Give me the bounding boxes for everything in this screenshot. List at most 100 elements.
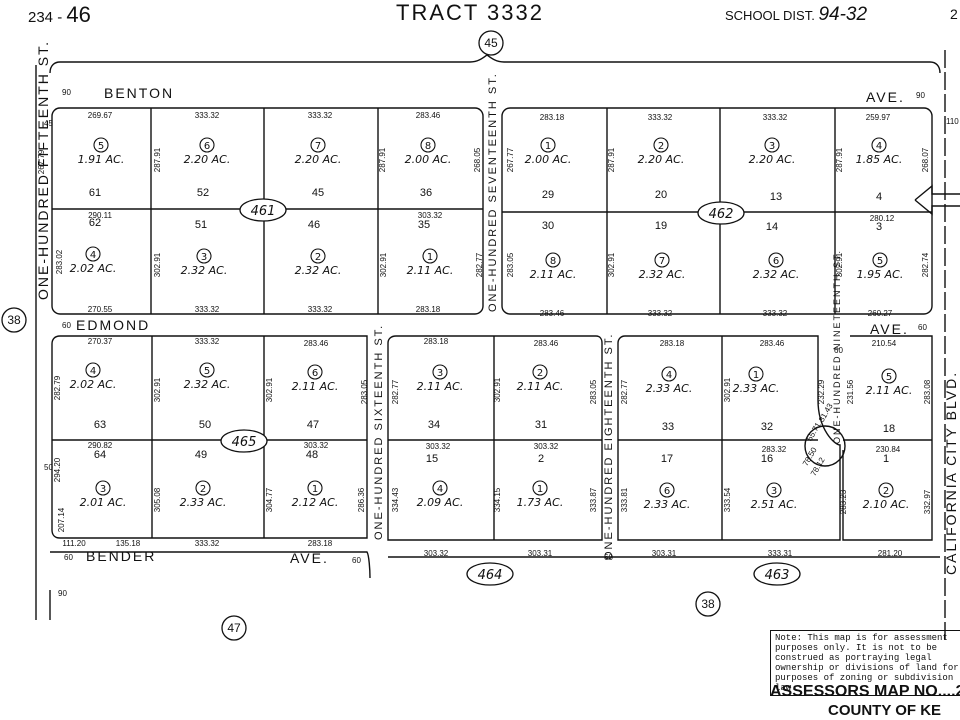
dimension-label: 302.91	[835, 252, 844, 277]
dimension-label: 332.97	[923, 489, 932, 514]
lot-acreage: 2.02 AC.	[70, 262, 117, 275]
block-label[interactable]: 463	[753, 562, 801, 586]
parcel-number: 51	[195, 219, 207, 231]
lot-item[interactable]: 12.11 AC.35	[407, 219, 454, 277]
lot-item[interactable]: 22.33 AC.49	[180, 449, 227, 509]
dimension-label: 333.54	[723, 487, 732, 512]
lot-item[interactable]: 32.01 AC.64	[80, 449, 127, 509]
lot-acreage: 2.32 AC.	[753, 268, 800, 281]
lot-item[interactable]: 42.02 AC.63	[70, 362, 117, 431]
lot-item[interactable]: 32.32 AC.51	[181, 219, 228, 277]
lot-number: 4	[90, 366, 96, 377]
dimension-label: 334.43	[391, 487, 400, 512]
lot-item[interactable]: 22.10 AC.1	[863, 453, 910, 511]
block-ellipse	[697, 201, 745, 225]
lot-number: 6	[773, 256, 779, 267]
dimension-label: 302.91	[379, 252, 388, 277]
dimension-label: 290.11	[88, 211, 112, 220]
page-ref-top[interactable]: 45	[478, 30, 504, 56]
lot-acreage: 2.01 AC.	[80, 496, 127, 509]
lot-number: 8	[425, 141, 431, 152]
block-label[interactable]: 465	[220, 429, 268, 453]
parcel-number: 47	[307, 419, 319, 431]
dimension-label: 333.32	[763, 113, 788, 122]
street-width-label: 60	[834, 346, 843, 355]
dimension-label: 282.77	[391, 379, 400, 404]
lot-item[interactable]: 51.95 AC.3	[857, 221, 904, 281]
lot-item[interactable]: 52.11 AC.18	[866, 368, 913, 435]
lot-item[interactable]: 22.11 AC.31	[517, 364, 564, 431]
dimension-label: 333.32	[195, 111, 220, 120]
block-461-outline	[51, 107, 484, 315]
page-ref-bottom-left[interactable]: 47	[221, 615, 247, 641]
lot-number: 5	[886, 372, 892, 383]
lot-item[interactable]: 22.32 AC.46	[295, 219, 342, 277]
dimension-label: 303.32	[304, 441, 329, 450]
lot-item[interactable]: 42.33 AC.33	[646, 366, 693, 433]
dimension-label: 302.91	[723, 377, 732, 402]
lot-item[interactable]: 62.11 AC.47	[292, 364, 339, 431]
block-label[interactable]: 464	[466, 562, 514, 586]
street-width-label: 60	[352, 556, 361, 565]
street-edmond: EDMOND	[76, 317, 150, 333]
dimension-label: 283.46	[540, 309, 565, 318]
lot-number-circle	[199, 137, 215, 153]
lot-item[interactable]: 11.73 AC.2	[517, 453, 564, 509]
lot-number-circle	[195, 480, 211, 496]
street-bender-ave: AVE.	[290, 550, 329, 566]
lot-labels: 51.91 AC.61 62.20 AC.52 72.20 AC.45 82.00 A…	[70, 137, 913, 511]
lot-item[interactable]: 41.85 AC.4	[856, 137, 903, 203]
page-ref-left[interactable]: 38	[1, 307, 27, 333]
parcel-number: 52	[197, 187, 209, 199]
assessment-note: Note: This map is for assessment purpose…	[770, 630, 960, 696]
lot-item[interactable]: 82.11 AC.30	[530, 220, 577, 281]
lot-item[interactable]: 82.00 AC.36	[405, 137, 452, 199]
lot-item[interactable]: 32.51 AC.16	[751, 453, 798, 511]
lot-item[interactable]: 72.20 AC.45	[295, 137, 342, 199]
dimension-label: 207.14	[57, 507, 66, 532]
dimension-label: 303.32	[418, 211, 443, 220]
lot-number-circle	[878, 482, 894, 498]
parcel-number: 31	[535, 419, 547, 431]
lot-item[interactable]: 72.32 AC.19	[639, 220, 686, 281]
block-label[interactable]: 461	[239, 198, 287, 222]
page-ref-bottom-right[interactable]: 38	[695, 591, 721, 617]
dimension-label: 283.46	[760, 339, 785, 348]
lot-item[interactable]: 22.20 AC.20	[638, 137, 685, 201]
dimension-label: 283.18	[540, 113, 565, 122]
lot-number-circle	[881, 368, 897, 384]
lot-item[interactable]: 32.20 AC.13	[749, 137, 796, 203]
street-california: CALIFORNIA CITY BLVD.	[943, 371, 959, 575]
dimension-label: 280.12	[870, 214, 895, 223]
dimension-label: 333.32	[195, 337, 220, 346]
lot-number-circle	[654, 252, 670, 268]
dimension-label: 304.77	[265, 487, 274, 512]
dimension-label: 333.87	[589, 487, 598, 512]
lot-item[interactable]: 62.32 AC.14	[753, 221, 800, 281]
lot-item[interactable]: 12.00 AC.29	[525, 137, 572, 201]
parcel-number: 63	[94, 419, 106, 431]
school-district-value: 94-32	[818, 4, 868, 25]
lot-item[interactable]: 42.02 AC.62	[70, 217, 117, 275]
dimension-label: 302.91	[153, 252, 162, 277]
county-name: COUNTY OF KE	[828, 702, 942, 719]
dimension-label: 333.32	[763, 309, 788, 318]
block-label[interactable]: 462	[697, 201, 745, 225]
lot-item[interactable]: 62.33 AC.17	[644, 453, 691, 511]
lot-number-circle	[307, 480, 323, 496]
lot-number-circle	[653, 137, 669, 153]
dimension-label: 333.32	[308, 111, 333, 120]
block-464-outline	[387, 335, 603, 541]
lot-item[interactable]: 12.33 AC.32	[733, 366, 780, 433]
lot-item[interactable]: 52.32 AC.50	[184, 362, 231, 431]
dimension-label: 302.91	[265, 377, 274, 402]
lot-number: 2	[537, 368, 543, 379]
lot-item[interactable]: 51.91 AC.61	[78, 137, 125, 199]
lot-item[interactable]: 32.11 AC.34	[417, 364, 464, 431]
lot-item[interactable]: 12.12 AC.48	[292, 449, 339, 509]
block-number: 464	[478, 568, 503, 583]
lot-number-circle	[766, 482, 782, 498]
lot-item[interactable]: 62.20 AC.52	[184, 137, 231, 199]
lot-item[interactable]: 42.09 AC.15	[417, 453, 464, 509]
dimension-label: 303.32	[534, 442, 559, 451]
